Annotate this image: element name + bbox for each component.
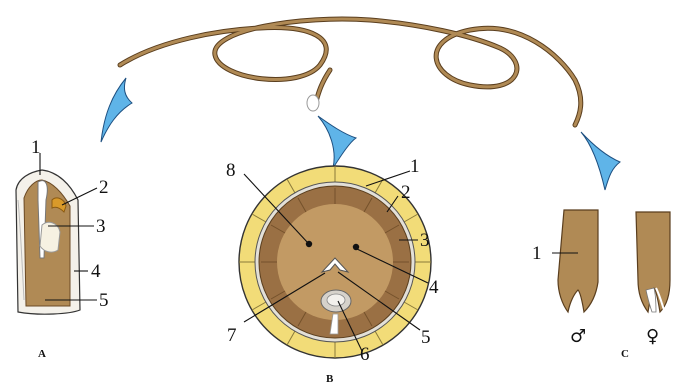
panel-A-anterior-end: 1 2 3 4 5 A [16,137,109,360]
label-A-2: 2 [99,177,109,198]
arrow-to-B-icon [318,116,356,168]
male-tail: 1 ♂ [532,210,598,347]
arrow-to-A-icon [101,78,132,142]
label-B-5: 5 [421,327,431,348]
label-A-3: 3 [96,216,106,237]
label-B-2: 2 [401,182,411,203]
male-symbol: ♂ [570,326,586,347]
label-B-6: 6 [360,344,370,365]
panel-C-tail-ends: 1 ♂ ♀ C [532,210,670,360]
label-B-8: 8 [226,160,236,181]
label-B-3: 3 [420,230,430,251]
label-A-5: 5 [99,290,109,311]
panel-A-label: A [38,348,46,360]
label-B-1: 1 [410,156,420,177]
female-tail: ♀ [636,212,670,347]
female-symbol: ♀ [646,326,659,347]
panel-B-label: B [326,373,334,385]
cross-section-marker [307,95,319,111]
whole-worm [120,19,581,125]
label-B-7: 7 [227,325,237,346]
panel-B-cross-section: 1 2 3 4 5 6 7 8 B [226,156,439,385]
arrow-to-C-icon [581,132,620,190]
label-C-1: 1 [532,243,542,264]
panel-C-label: C [621,348,629,360]
label-A-4: 4 [91,261,101,282]
label-B-4: 4 [429,277,439,298]
label-A-1: 1 [31,137,41,158]
